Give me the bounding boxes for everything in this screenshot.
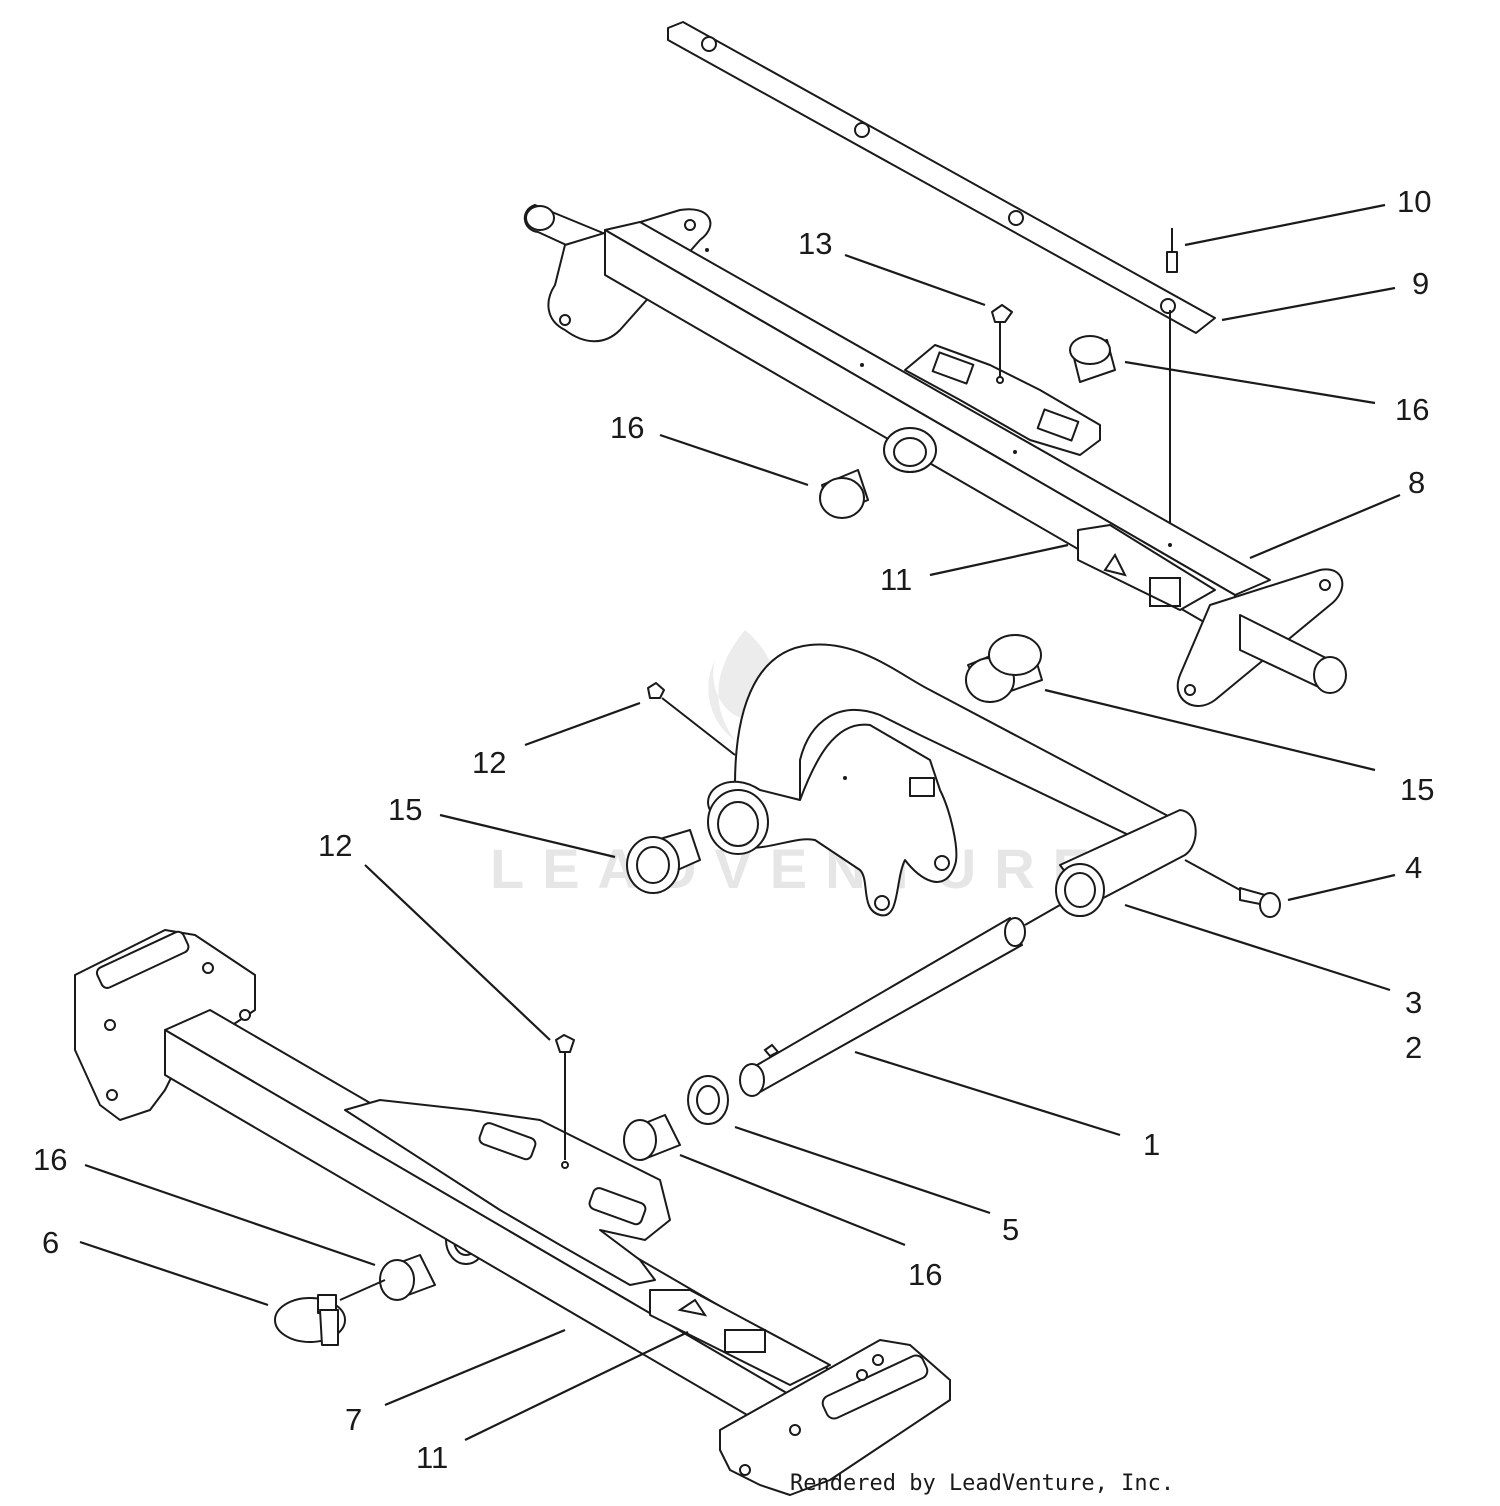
bolt-part <box>1184 859 1281 918</box>
flanged-bushing-upper <box>965 634 1043 703</box>
callout-10: 10 <box>1397 184 1431 219</box>
swing-arm-part <box>707 643 1197 917</box>
callout-13: 13 <box>798 226 832 261</box>
callout-7: 7 <box>345 1402 362 1437</box>
grease-fitting-lower <box>555 1034 575 1160</box>
callout-labels: 10 9 13 16 16 8 11 15 12 15 4 12 3 2 1 5… <box>33 184 1434 1475</box>
callout-6: 6 <box>42 1225 59 1260</box>
bushing-upper-left <box>819 427 937 519</box>
callout-3: 3 <box>1405 985 1422 1020</box>
callout-16-lower-right: 16 <box>908 1257 942 1292</box>
callout-16-upper-left: 16 <box>610 410 644 445</box>
callout-2: 2 <box>1405 1030 1422 1065</box>
lower-frame-part <box>74 929 951 1496</box>
callout-5: 5 <box>1002 1212 1019 1247</box>
callout-11-lower: 11 <box>416 1440 448 1475</box>
callout-11-upper: 11 <box>880 562 912 597</box>
callout-16-upper-right: 16 <box>1395 392 1429 427</box>
leader-lines <box>79 203 1401 1441</box>
rendered-by-footer: Rendered by LeadVenture, Inc. <box>790 1471 1174 1496</box>
grease-fitting-upper <box>991 304 1013 384</box>
pin-part <box>1166 228 1178 540</box>
watermark-text: LEADVENTURE <box>490 837 1108 900</box>
callout-16-lower-left: 16 <box>33 1142 67 1177</box>
flanged-bushing-lower <box>626 829 701 894</box>
washer-part <box>687 1075 729 1125</box>
bushing-lower-right <box>623 1114 681 1161</box>
callout-1: 1 <box>1143 1127 1160 1162</box>
callout-9: 9 <box>1412 266 1429 301</box>
callout-12-middle: 12 <box>472 745 506 780</box>
hitch-pin-part <box>274 1279 386 1346</box>
callout-15-left: 15 <box>388 792 422 827</box>
grease-fitting-middle <box>647 682 736 756</box>
callout-12-lower: 12 <box>318 828 352 863</box>
callout-4: 4 <box>1405 850 1422 885</box>
flat-bar-part <box>667 21 1216 334</box>
pivot-shaft-part <box>739 904 1061 1097</box>
callout-8: 8 <box>1408 465 1425 500</box>
callout-15-right: 15 <box>1400 772 1434 807</box>
bushing-upper-right <box>1069 335 1116 383</box>
